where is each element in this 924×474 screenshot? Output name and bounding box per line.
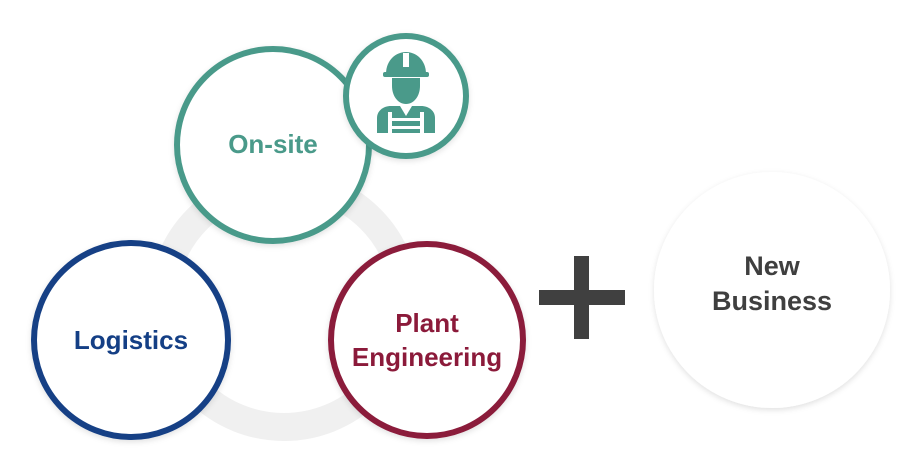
onsite-label: On-site [228, 129, 318, 159]
plant-label-line1: Plant [395, 308, 459, 338]
plus-icon [539, 256, 625, 339]
plant-engineering-node: Plant Engineering [328, 241, 526, 439]
new-business-circle [654, 172, 890, 408]
worker-hardhat-icon [377, 52, 435, 133]
logistics-node: Logistics [31, 240, 231, 440]
logistics-label: Logistics [74, 325, 188, 355]
plant-engineering-circle [328, 241, 526, 439]
new-business-line1: New [744, 251, 801, 281]
onsite-node: On-site [174, 46, 372, 244]
worker-badge [343, 33, 469, 159]
logistics-circle [31, 240, 231, 440]
plant-label-line2: Engineering [352, 342, 502, 372]
new-business-line2: Business [712, 286, 832, 316]
new-business-node: New Business [654, 172, 890, 408]
